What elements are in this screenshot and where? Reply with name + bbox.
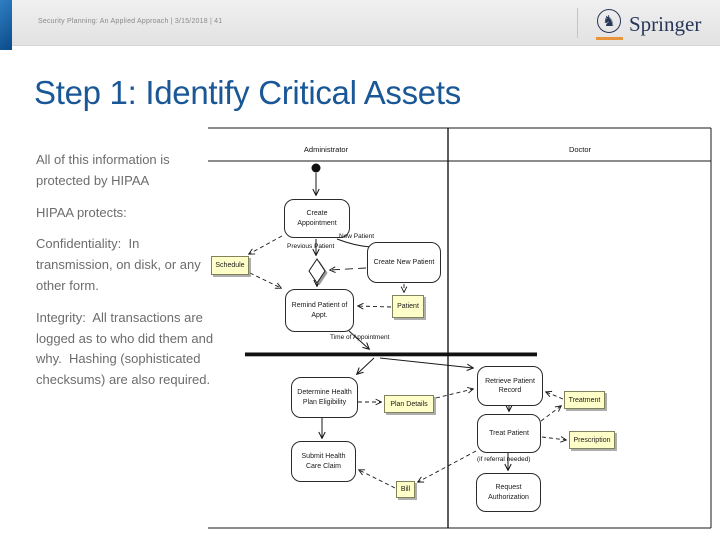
paragraph-hipaa-protects: HIPAA protects: xyxy=(36,204,127,220)
swimlane-frame xyxy=(208,127,712,529)
paragraph-confidentiality: Confidentiality: In transmission, on dis… xyxy=(36,236,205,293)
activity-retrieve-record: Retrieve Patient Record xyxy=(477,366,543,406)
decision-diamond xyxy=(308,258,328,285)
activity-create-appointment: Create Appointment xyxy=(284,199,350,238)
paragraph-hipaa-protected: All of this information is protected by … xyxy=(36,152,174,188)
accent-bar xyxy=(0,0,12,50)
breadcrumb: Security Planning: An Applied Approach |… xyxy=(38,18,223,25)
start-node xyxy=(311,163,321,173)
lane-doctor: Doctor xyxy=(568,145,592,154)
note-plan-details: Plan Details xyxy=(384,395,434,413)
activity-determine-eligibility: Determine Health Plan Eligibility xyxy=(291,377,358,418)
edge-label-if-referral: (if referral needed) xyxy=(477,456,531,463)
logo-divider xyxy=(577,8,578,38)
activity-remind-patient: Remind Patient of Appt. xyxy=(285,289,354,332)
body-text: All of this information is protected by … xyxy=(36,150,214,402)
activity-create-new-patient: Create New Patient xyxy=(367,242,441,283)
note-bill: Bill xyxy=(396,481,415,498)
object-flows xyxy=(249,235,566,489)
edge-label-new-patient: New Patient xyxy=(339,233,375,240)
page-title: Step 1: Identify Critical Assets xyxy=(34,74,461,111)
knight-horse-icon: ♞ xyxy=(596,7,624,41)
springer-logo: ♞ Springer xyxy=(596,6,701,42)
edge-label-time-of-appointment: Time of Appointment xyxy=(330,334,390,341)
note-prescription: Prescription xyxy=(569,431,615,449)
note-patient: Patient xyxy=(392,295,424,318)
paragraph-integrity: Integrity: All transactions are logged a… xyxy=(36,309,217,388)
activity-submit-claim: Submit Health Care Claim xyxy=(291,441,356,482)
activity-treat-patient: Treat Patient xyxy=(477,414,541,453)
activity-request-authorization: Request Authorization xyxy=(476,473,541,512)
logo-orange-underline xyxy=(596,37,623,40)
lane-administrator: Administrator xyxy=(303,145,349,154)
note-treatment: Treatment xyxy=(564,391,605,409)
note-schedule: Schedule xyxy=(211,256,249,275)
logo-wordmark: Springer xyxy=(629,11,702,36)
edge-label-previous-patient: Previous Patient xyxy=(287,243,335,250)
sync-bar xyxy=(245,352,537,357)
